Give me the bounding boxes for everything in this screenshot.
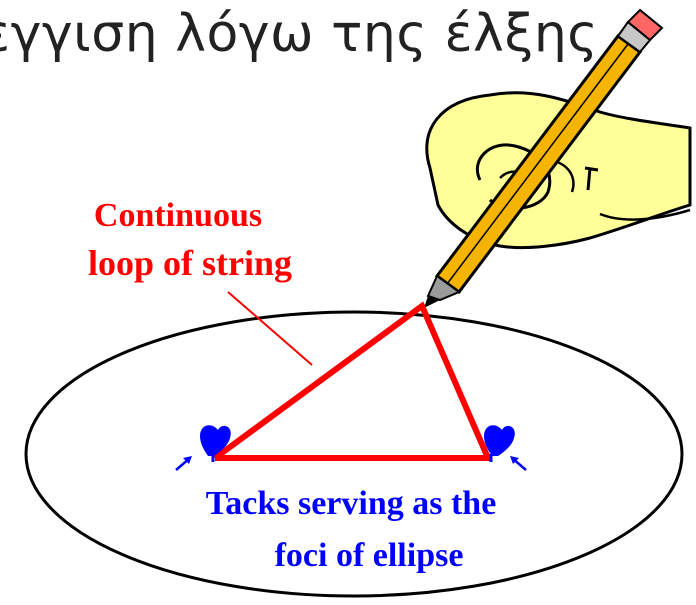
string-leader-line: [228, 292, 312, 365]
string-loop: [215, 306, 488, 458]
string-label-line2: loop of string: [88, 243, 292, 283]
tacks-label-line1: Tacks serving as the: [206, 485, 497, 522]
tack-arrow-left: [176, 456, 192, 470]
tack-arrow-right: [510, 456, 526, 470]
tacks-label-line2: foci of ellipse: [275, 537, 464, 574]
string-label-line1: Continuous: [94, 197, 262, 234]
